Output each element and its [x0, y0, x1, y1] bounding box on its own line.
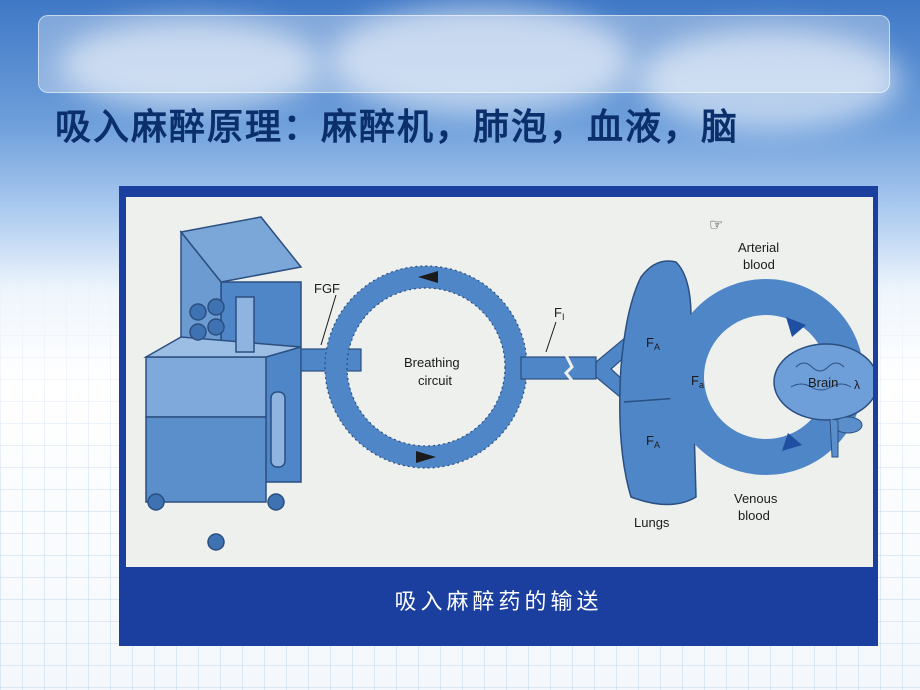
brain-label: Brain	[808, 375, 838, 390]
brain	[773, 343, 873, 421]
venous-blood-label: blood	[738, 508, 770, 523]
fa-blood-label: Fa	[691, 373, 704, 390]
hand-pointer-icon: ☞	[709, 217, 723, 234]
venous-arrow	[782, 433, 802, 451]
arterial-arrow	[786, 317, 806, 337]
arterial-blood-label: blood	[743, 257, 775, 272]
title-bar	[38, 15, 890, 93]
circuit-label: circuit	[418, 373, 452, 388]
fi-label: FI	[554, 305, 564, 322]
breathing-label: Breathing	[404, 355, 460, 370]
anesthesia-delivery-diagram: FGF Breathing circuit FI FA FA Lungs Fa	[143, 216, 873, 551]
fa-label-upper: FA	[646, 335, 660, 352]
diagram-photo: FGF Breathing circuit FI FA FA Lungs Fa	[126, 197, 873, 567]
fa-label-lower: FA	[646, 433, 660, 450]
fi-tube	[520, 356, 597, 380]
cloud	[330, 5, 630, 115]
fgf-label: FGF	[314, 281, 340, 296]
page-title: 吸入麻醉原理：麻醉机，肺泡，血液，脑	[55, 107, 740, 148]
anesthesia-machine	[143, 216, 303, 551]
figure: FGF Breathing circuit FI FA FA Lungs Fa	[119, 186, 878, 646]
lungs	[619, 260, 697, 506]
figure-caption: 吸入麻醉药的输送	[394, 590, 603, 615]
cloud	[640, 30, 900, 130]
lungs-label: Lungs	[634, 515, 670, 530]
arterial-label: Arterial	[738, 240, 779, 255]
flow-arrow-bottom	[416, 451, 436, 463]
venous-label: Venous	[734, 491, 778, 506]
lambda-symbol: λ	[854, 378, 860, 392]
flow-arrow-top	[418, 271, 438, 283]
fgf-pointer	[320, 294, 337, 346]
cloud	[60, 20, 320, 110]
